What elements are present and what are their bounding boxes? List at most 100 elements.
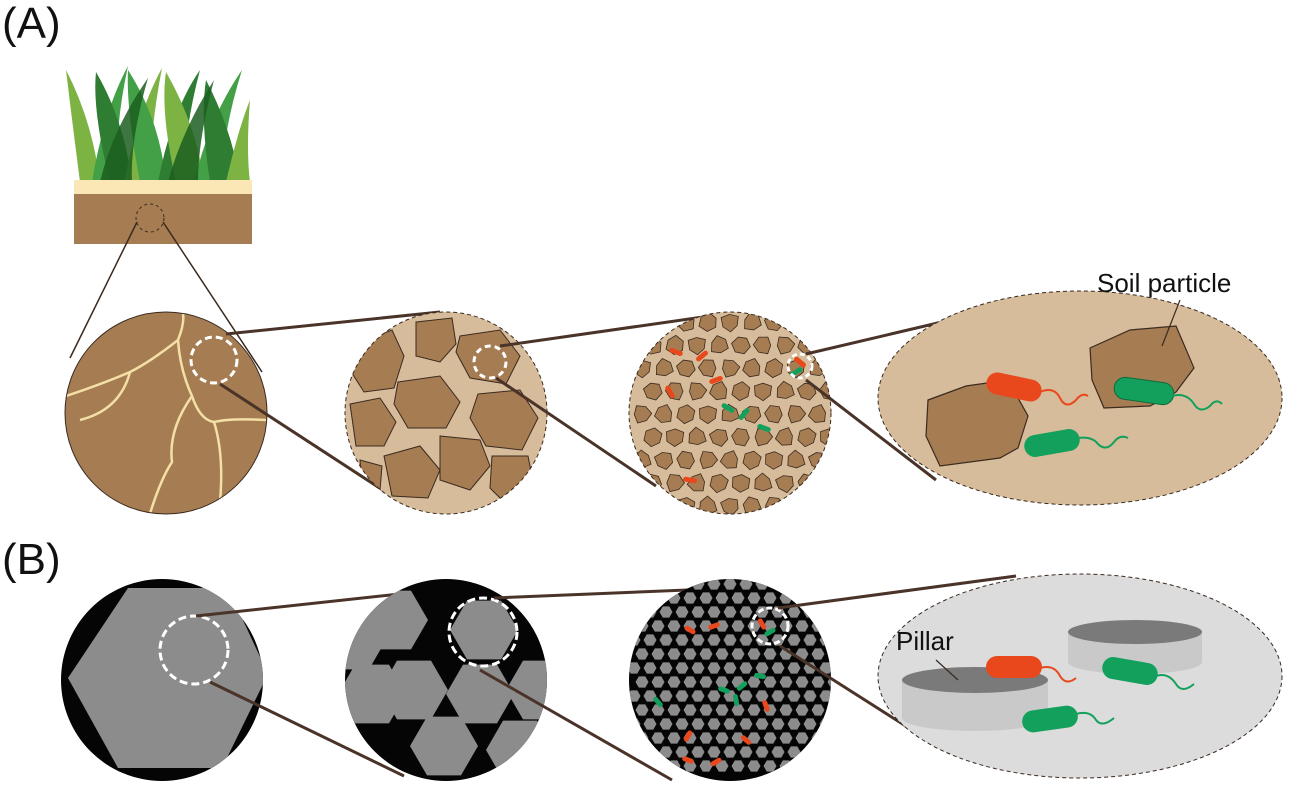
pillar-hexagon [787,634,801,646]
pillar-hexagon [643,718,657,730]
soil-particle-icon [643,335,662,355]
pillar-hexagon [787,690,801,702]
soil-particle-icon [653,452,674,470]
bacterium-icon [669,347,683,357]
bacterium-icon [683,476,697,484]
pillar-hexagon [795,732,809,744]
pillar-hexagon [731,592,745,604]
soil-particle-icon [925,379,1029,467]
pillar-hexagon [795,760,809,772]
bacterium-icon [986,656,1077,683]
soil-particle-icon [731,336,751,355]
pillar-hexagon [763,732,777,744]
pillar-hexagon [667,676,681,688]
pillar-hexagon [827,648,831,660]
pillar-hexagon [643,690,657,702]
pillar-hexagon [771,690,785,702]
bacterium-icon [710,757,722,767]
pillar-hexagon [827,704,831,716]
soil-particle-icon [774,427,793,446]
pillar-hexagon [659,718,673,730]
bacterium-icon [718,686,730,694]
pillar-hexagon [844,620,857,631]
pillar-hexagon [836,690,849,701]
pillar-hexagon [755,634,769,646]
pillar-hexagon [635,592,649,604]
pillar-hexagon [819,662,831,674]
soil-particle-icon [720,498,739,514]
bacterium-icon [682,756,694,764]
pillar-hexagon [651,676,665,688]
pillar-hexagon [771,579,785,590]
pillar-hexagon [731,704,745,716]
bacterium-icon [764,627,776,637]
pillar-hexagon [844,704,857,715]
bacterium-icon [721,403,735,413]
soil-particle-icon [654,404,673,423]
pillar-hexagon [699,648,713,660]
pillar-hexagon [345,664,406,724]
pillar-hexagon [667,704,681,716]
soil-particle-icon [699,495,718,514]
soil-particle-icon [807,404,826,423]
chip-chamber-view [877,573,1283,779]
pillar-hexagon [675,690,689,702]
pillar-hexagon [836,662,849,673]
panel-b-label: (B) [2,535,61,584]
pillar-hexagon [787,746,801,758]
fine-particle-view [628,311,832,515]
soil-particle-leader [1161,299,1181,347]
pillar-hexagon [707,662,721,674]
pillar-hexagon [803,718,817,730]
chip-dense-array-view [629,579,857,781]
pillar-hexagon [635,704,649,716]
pillar-hexagon [683,676,697,688]
soil-particle-icon [731,474,751,493]
chip-single-pillar-view [61,579,263,781]
pillar-hexagon [763,760,777,772]
zoom-connector-a2 [495,312,725,488]
soil-particle-icon [709,473,729,494]
pillar-hexagon [707,579,721,590]
pillar-hexagon [779,704,793,716]
pillar-hexagon [643,579,657,590]
pillar-hexagon [747,676,761,688]
pillar-hexagon [739,662,753,674]
pillar-hexagon [699,704,713,716]
pillar-hexagon [651,592,665,604]
pillar-hexagon [811,704,825,716]
soil-particle-icon [719,450,738,469]
pillar-hexagon [819,606,831,618]
bacterium-icon [708,622,720,630]
pillar-hexagon [779,676,793,688]
pillar-hexagon [819,746,831,758]
pillar-hexagon [739,634,753,646]
soil-particle-icon [764,405,783,424]
bacterium-icon [740,735,752,745]
soil-particle-icon [687,337,706,356]
pillar-leader [935,659,959,681]
pillar-hexagon [795,592,809,604]
pillar-hexagon [635,648,649,660]
pillar-hexagon [779,732,793,744]
grass-icon [66,66,250,182]
soil-particle-icon [711,335,729,354]
soil-particle-icon [722,359,741,378]
pillar-hexagon [699,732,713,744]
soil-particle-icon [742,496,762,514]
bacterium-icon [794,356,806,368]
bacterium-icon [709,375,723,385]
pillar-hexagon [651,620,665,632]
soil-particle-icon [633,405,653,424]
soil-particle-icon [643,427,663,448]
soil-particle-icon [809,313,829,332]
pillar-hexagon [747,732,761,744]
soil-particle-icon [796,382,817,401]
pillar-hexagon [651,732,665,744]
pillar-hexagon [755,606,769,618]
pillar-hexagon [683,760,697,772]
pillar-hexagon [787,662,801,674]
soil-particle-icon [731,381,751,402]
pillar-hexagon [699,760,713,772]
pillar-hexagon [755,746,769,758]
